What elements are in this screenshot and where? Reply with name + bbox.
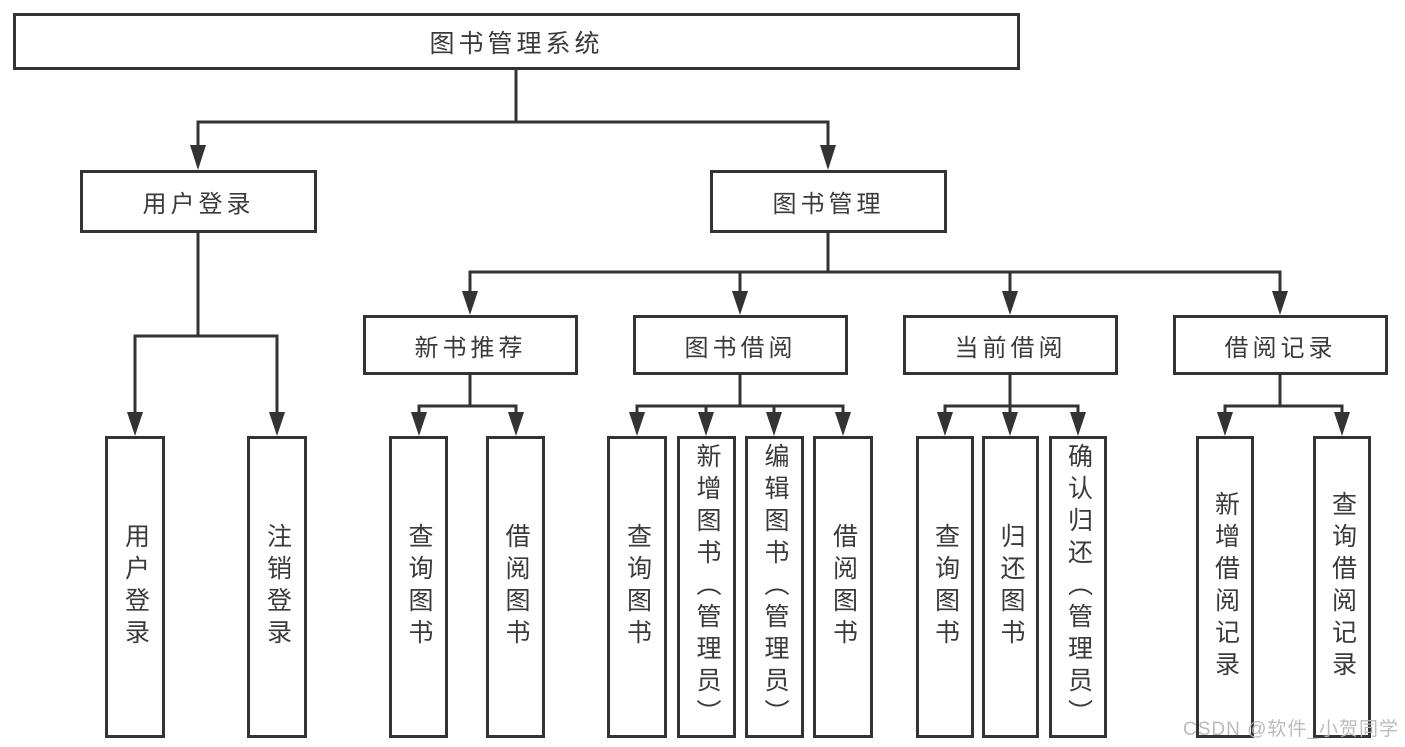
leaf-label: 编辑图书（管理员） — [761, 443, 789, 731]
leaf-label: 查询图书 — [405, 523, 433, 651]
connector-newbooks-to-leaves — [417, 375, 518, 416]
csdn-watermark: CSDN @软件_小贺同学 — [1183, 719, 1399, 740]
node-current-borrowing: 当前借阅 — [903, 315, 1118, 375]
leaf-label: 查询图书 — [623, 523, 652, 651]
leaf-label: 新增借阅记录 — [1211, 491, 1240, 683]
connector-records-to-leaves — [1223, 375, 1344, 416]
leaf-label: 确认归还（管理员） — [1064, 443, 1093, 731]
node-new-book-recommend: 新书推荐 — [363, 315, 578, 375]
connector-root-to-level2 — [196, 70, 830, 150]
node-book-management: 图书管理 — [710, 170, 947, 233]
node-borrowing-records: 借阅记录 — [1173, 315, 1388, 375]
leaf-return-books: 归还图书 — [982, 436, 1039, 738]
connector-current-to-leaves — [943, 375, 1080, 416]
leaf-query-borrow-record: 查询借阅记录 — [1313, 436, 1371, 738]
connector-borrowing-to-leaves — [635, 375, 845, 416]
leaf-label: 用户登录 — [121, 523, 150, 651]
leaf-logout: 注销登录 — [247, 436, 307, 738]
leaf-label: 新增图书（管理员） — [693, 443, 721, 731]
leaf-query-books-recommend: 查询图书 — [389, 436, 448, 738]
leaf-label: 查询图书 — [931, 523, 960, 651]
leaf-label: 借阅图书 — [502, 523, 530, 651]
connector-userlogin-to-leaves — [133, 233, 279, 416]
leaf-label: 借阅图书 — [829, 523, 858, 651]
leaf-add-books-admin: 新增图书（管理员） — [677, 436, 736, 738]
leaf-add-borrow-record: 新增借阅记录 — [1196, 436, 1254, 738]
leaf-borrow-books-borrowing: 借阅图书 — [813, 436, 873, 738]
leaf-label: 查询借阅记录 — [1328, 491, 1357, 683]
leaf-edit-books-admin: 编辑图书（管理员） — [745, 436, 804, 738]
leaf-confirm-return-admin: 确认归还（管理员） — [1049, 436, 1107, 738]
leaf-query-books-current: 查询图书 — [916, 436, 974, 738]
leaf-label: 归还图书 — [997, 523, 1025, 651]
node-root: 图书管理系统 — [13, 13, 1020, 70]
leaf-user-login: 用户登录 — [105, 436, 165, 738]
leaf-query-books-borrowing: 查询图书 — [607, 436, 667, 738]
leaf-borrow-books-recommend: 借阅图书 — [486, 436, 545, 738]
node-user-login: 用户登录 — [80, 170, 317, 233]
connector-bookmgmt-to-level3 — [468, 233, 1282, 295]
node-book-borrowing: 图书借阅 — [633, 315, 848, 375]
leaf-label: 注销登录 — [263, 523, 292, 651]
